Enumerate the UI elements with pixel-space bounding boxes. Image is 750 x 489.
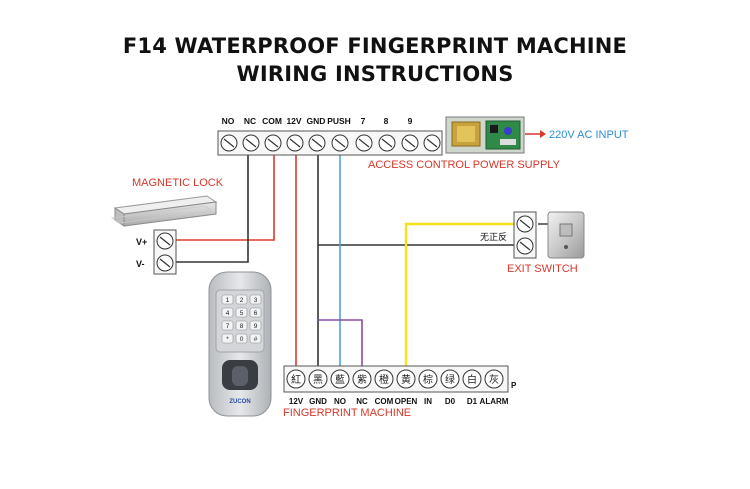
fp-wire-color-label: 棕 bbox=[423, 373, 433, 386]
power-supply-block: NO NC COM 12V GND PUSH 7 8 9 bbox=[217, 116, 629, 171]
psu-label-12v: 12V bbox=[286, 116, 301, 126]
fp-terminal-label: NO bbox=[334, 397, 346, 406]
exit-switch-label: EXIT SWITCH bbox=[507, 263, 578, 275]
ac-input-label: 220V AC INPUT bbox=[549, 129, 629, 141]
fp-terminal-label: COM bbox=[375, 397, 394, 406]
fp-terminal-screw bbox=[352, 369, 372, 389]
fp-caption: FINGERPRINT MACHINE bbox=[283, 407, 411, 419]
exit-switch-marking: 无正反 bbox=[480, 232, 507, 242]
wire-black-lock bbox=[176, 142, 249, 263]
psu-label-7: 7 bbox=[361, 116, 366, 126]
keypad-key-label: 4 bbox=[226, 310, 230, 317]
fp-wire-color-label: 黄 bbox=[401, 373, 411, 386]
keypad-key bbox=[249, 307, 262, 318]
title-block: F14 WATERPROOF FINGERPRINT MACHINE WIRIN… bbox=[0, 32, 750, 88]
fp-wire-color-label: 藍 bbox=[335, 373, 345, 386]
psu-label-no: NO bbox=[222, 116, 235, 126]
keypad-key-label: * bbox=[226, 336, 229, 343]
exit-button-icon bbox=[547, 211, 585, 259]
fp-terminal-label: D0 bbox=[445, 397, 456, 406]
fp-wire-color-label: 绿 bbox=[445, 373, 455, 386]
keypad-key bbox=[221, 307, 234, 318]
keypad-key bbox=[235, 294, 248, 305]
wires bbox=[176, 142, 548, 378]
fp-terminal-label: OPEN bbox=[395, 397, 418, 406]
psu-caption: ACCESS CONTROL POWER SUPPLY bbox=[368, 159, 561, 171]
wire-red-lock bbox=[176, 142, 275, 241]
psu-terminal-labels: NO NC COM 12V GND PUSH 7 8 9 bbox=[222, 116, 413, 126]
psu-label-nc: NC bbox=[244, 116, 256, 126]
fp-wire-color-label: 白 bbox=[467, 373, 477, 386]
fp-terminal-label: NC bbox=[356, 397, 368, 406]
fp-terminal-screw bbox=[330, 369, 350, 389]
keypad-key bbox=[235, 307, 248, 318]
power-supply-board-icon bbox=[445, 116, 525, 154]
fp-terminal-label: GND bbox=[309, 397, 327, 406]
wire-purple-jumper bbox=[318, 319, 363, 378]
fp-terminal-label: D1 bbox=[467, 397, 478, 406]
wire-yellow-exit bbox=[404, 222, 524, 378]
device-brand: ZUCON bbox=[229, 399, 250, 405]
fp-terminal-screw bbox=[440, 369, 460, 389]
fingerprint-device-icon: 1 2 3 4 5 6 7 8 9 * 0 # ZUCON bbox=[208, 271, 272, 417]
keypad-key-label: 0 bbox=[240, 336, 244, 343]
fp-wire-color-label: 灰 bbox=[489, 373, 499, 386]
psu-screw-slots bbox=[223, 138, 438, 148]
exit-switch: 无正反 EXIT SWITCH bbox=[480, 211, 585, 275]
fp-terminal-screw bbox=[308, 369, 328, 389]
keypad-key bbox=[249, 294, 262, 305]
fp-terminal-screw bbox=[462, 369, 482, 389]
keypad-key-label: 9 bbox=[254, 323, 258, 330]
fp-terminal-screw bbox=[396, 369, 416, 389]
fp-terminal-label: 12V bbox=[289, 397, 304, 406]
magnetic-lock-label: MAGNETIC LOCK bbox=[132, 177, 224, 189]
title-line-1: F14 WATERPROOF FINGERPRINT MACHINE bbox=[122, 34, 628, 58]
fp-wire-color-label: 紫 bbox=[357, 374, 367, 386]
psu-label-com: COM bbox=[262, 116, 282, 126]
lock-terminal-vplus: V+ bbox=[136, 237, 147, 247]
keypad-key-label: 8 bbox=[240, 323, 244, 330]
magnetic-lock-icon bbox=[110, 195, 218, 227]
psu-label-8: 8 bbox=[384, 116, 389, 126]
keypad-key bbox=[221, 333, 234, 344]
keypad-key bbox=[235, 320, 248, 331]
arrow-right-icon bbox=[540, 130, 546, 138]
lock-terminal-vminus: V- bbox=[136, 259, 145, 269]
fp-wire-color-label: 黑 bbox=[313, 374, 323, 386]
keypad-key-label: 5 bbox=[240, 310, 244, 317]
psu-label-9: 9 bbox=[408, 116, 413, 126]
fp-terminal-screw bbox=[374, 369, 394, 389]
keypad-key-label: 6 bbox=[254, 310, 258, 317]
keypad-key bbox=[249, 333, 262, 344]
fp-wire-color-label: 橙 bbox=[379, 373, 389, 386]
fp-terminal-suffix: P bbox=[511, 381, 517, 390]
keypad-key-label: 3 bbox=[254, 297, 258, 304]
keypad-key bbox=[249, 320, 262, 331]
keypad-key-label: 1 bbox=[226, 297, 230, 304]
keypad-key bbox=[221, 320, 234, 331]
fp-terminal-screw bbox=[286, 369, 306, 389]
keypad-key bbox=[235, 333, 248, 344]
title-line-2: WIRING INSTRUCTIONS bbox=[236, 62, 514, 86]
fp-terminal-screw bbox=[418, 369, 438, 389]
keypad: 1 2 3 4 5 6 7 8 9 * 0 # bbox=[221, 294, 262, 344]
keypad-key bbox=[221, 294, 234, 305]
keypad-key-label: 7 bbox=[226, 323, 230, 330]
psu-label-gnd: GND bbox=[307, 116, 326, 126]
magnetic-lock: MAGNETIC LOCK V+ V- bbox=[110, 177, 224, 275]
psu-screws bbox=[220, 134, 441, 152]
keypad-key-label: 2 bbox=[240, 297, 244, 304]
fp-terminal-label: IN bbox=[424, 397, 432, 406]
psu-label-push: PUSH bbox=[327, 116, 351, 126]
fp-terminal-label: ALARM bbox=[480, 397, 509, 406]
fp-wire-color-label: 紅 bbox=[291, 374, 301, 386]
keypad-key-label: # bbox=[254, 336, 258, 343]
fp-terminal-screw bbox=[484, 369, 504, 389]
